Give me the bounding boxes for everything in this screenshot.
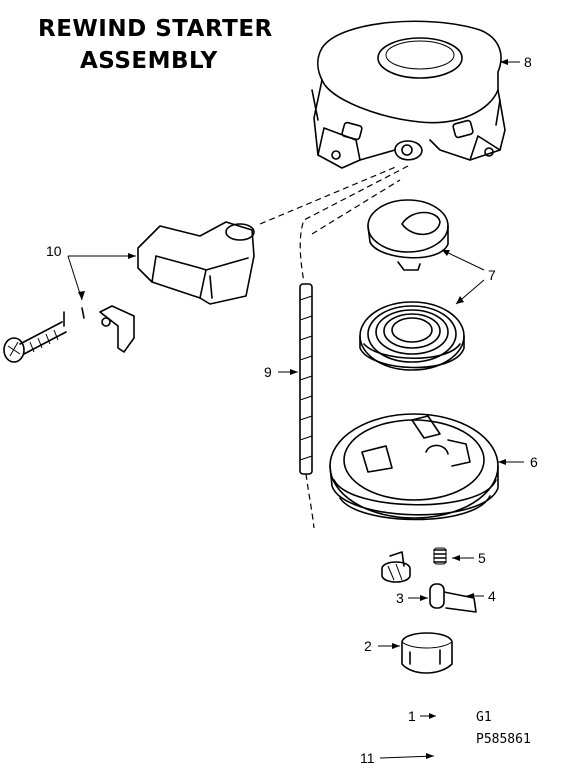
leader-3	[408, 595, 428, 601]
callout-2: 2	[364, 638, 372, 654]
leader-8	[500, 59, 520, 65]
part-4-pawl	[443, 591, 477, 613]
callout-8: 8	[524, 54, 532, 70]
part-code-g1: G1	[476, 710, 492, 725]
leader-1	[420, 713, 436, 719]
part-9-starter-rope	[299, 283, 313, 475]
part-7-rewind-spring	[359, 301, 465, 371]
callout-6: 6	[530, 454, 538, 470]
callout-9: 9	[264, 364, 272, 380]
handle-routing-line	[259, 165, 399, 225]
part-5-pawl-spring	[433, 547, 447, 565]
diagram-title-line2: ASSEMBLY	[80, 48, 218, 74]
callout-10: 10	[46, 243, 62, 259]
diagram-title-line1: REWIND STARTER	[38, 16, 273, 42]
callout-7: 7	[488, 267, 496, 283]
part-10-handle-hardware	[3, 305, 135, 363]
callout-5: 5	[478, 550, 486, 566]
leader-2	[378, 643, 400, 649]
callout-3: 3	[396, 590, 404, 606]
part-6-pulley	[329, 413, 499, 521]
part-7-spring-retainer	[367, 199, 449, 271]
leader-5	[452, 555, 474, 561]
part-hub-pawl	[381, 551, 411, 583]
callout-1: 1	[408, 708, 416, 724]
leader-10	[67, 253, 136, 301]
rope-routing-line	[299, 165, 409, 529]
leader-4	[466, 593, 484, 599]
part-8-starter-housing	[311, 20, 506, 169]
part-2-retainer	[401, 632, 453, 674]
part-10-starter-handle	[137, 221, 255, 305]
leader-9	[278, 369, 298, 375]
callout-4: 4	[488, 588, 496, 604]
leader-11	[379, 753, 435, 759]
leader-7	[441, 249, 485, 305]
drawing-number: P585861	[476, 732, 531, 747]
leader-6	[498, 459, 524, 465]
callout-11: 11	[360, 750, 375, 766]
part-3-pawl-pin	[429, 583, 445, 609]
